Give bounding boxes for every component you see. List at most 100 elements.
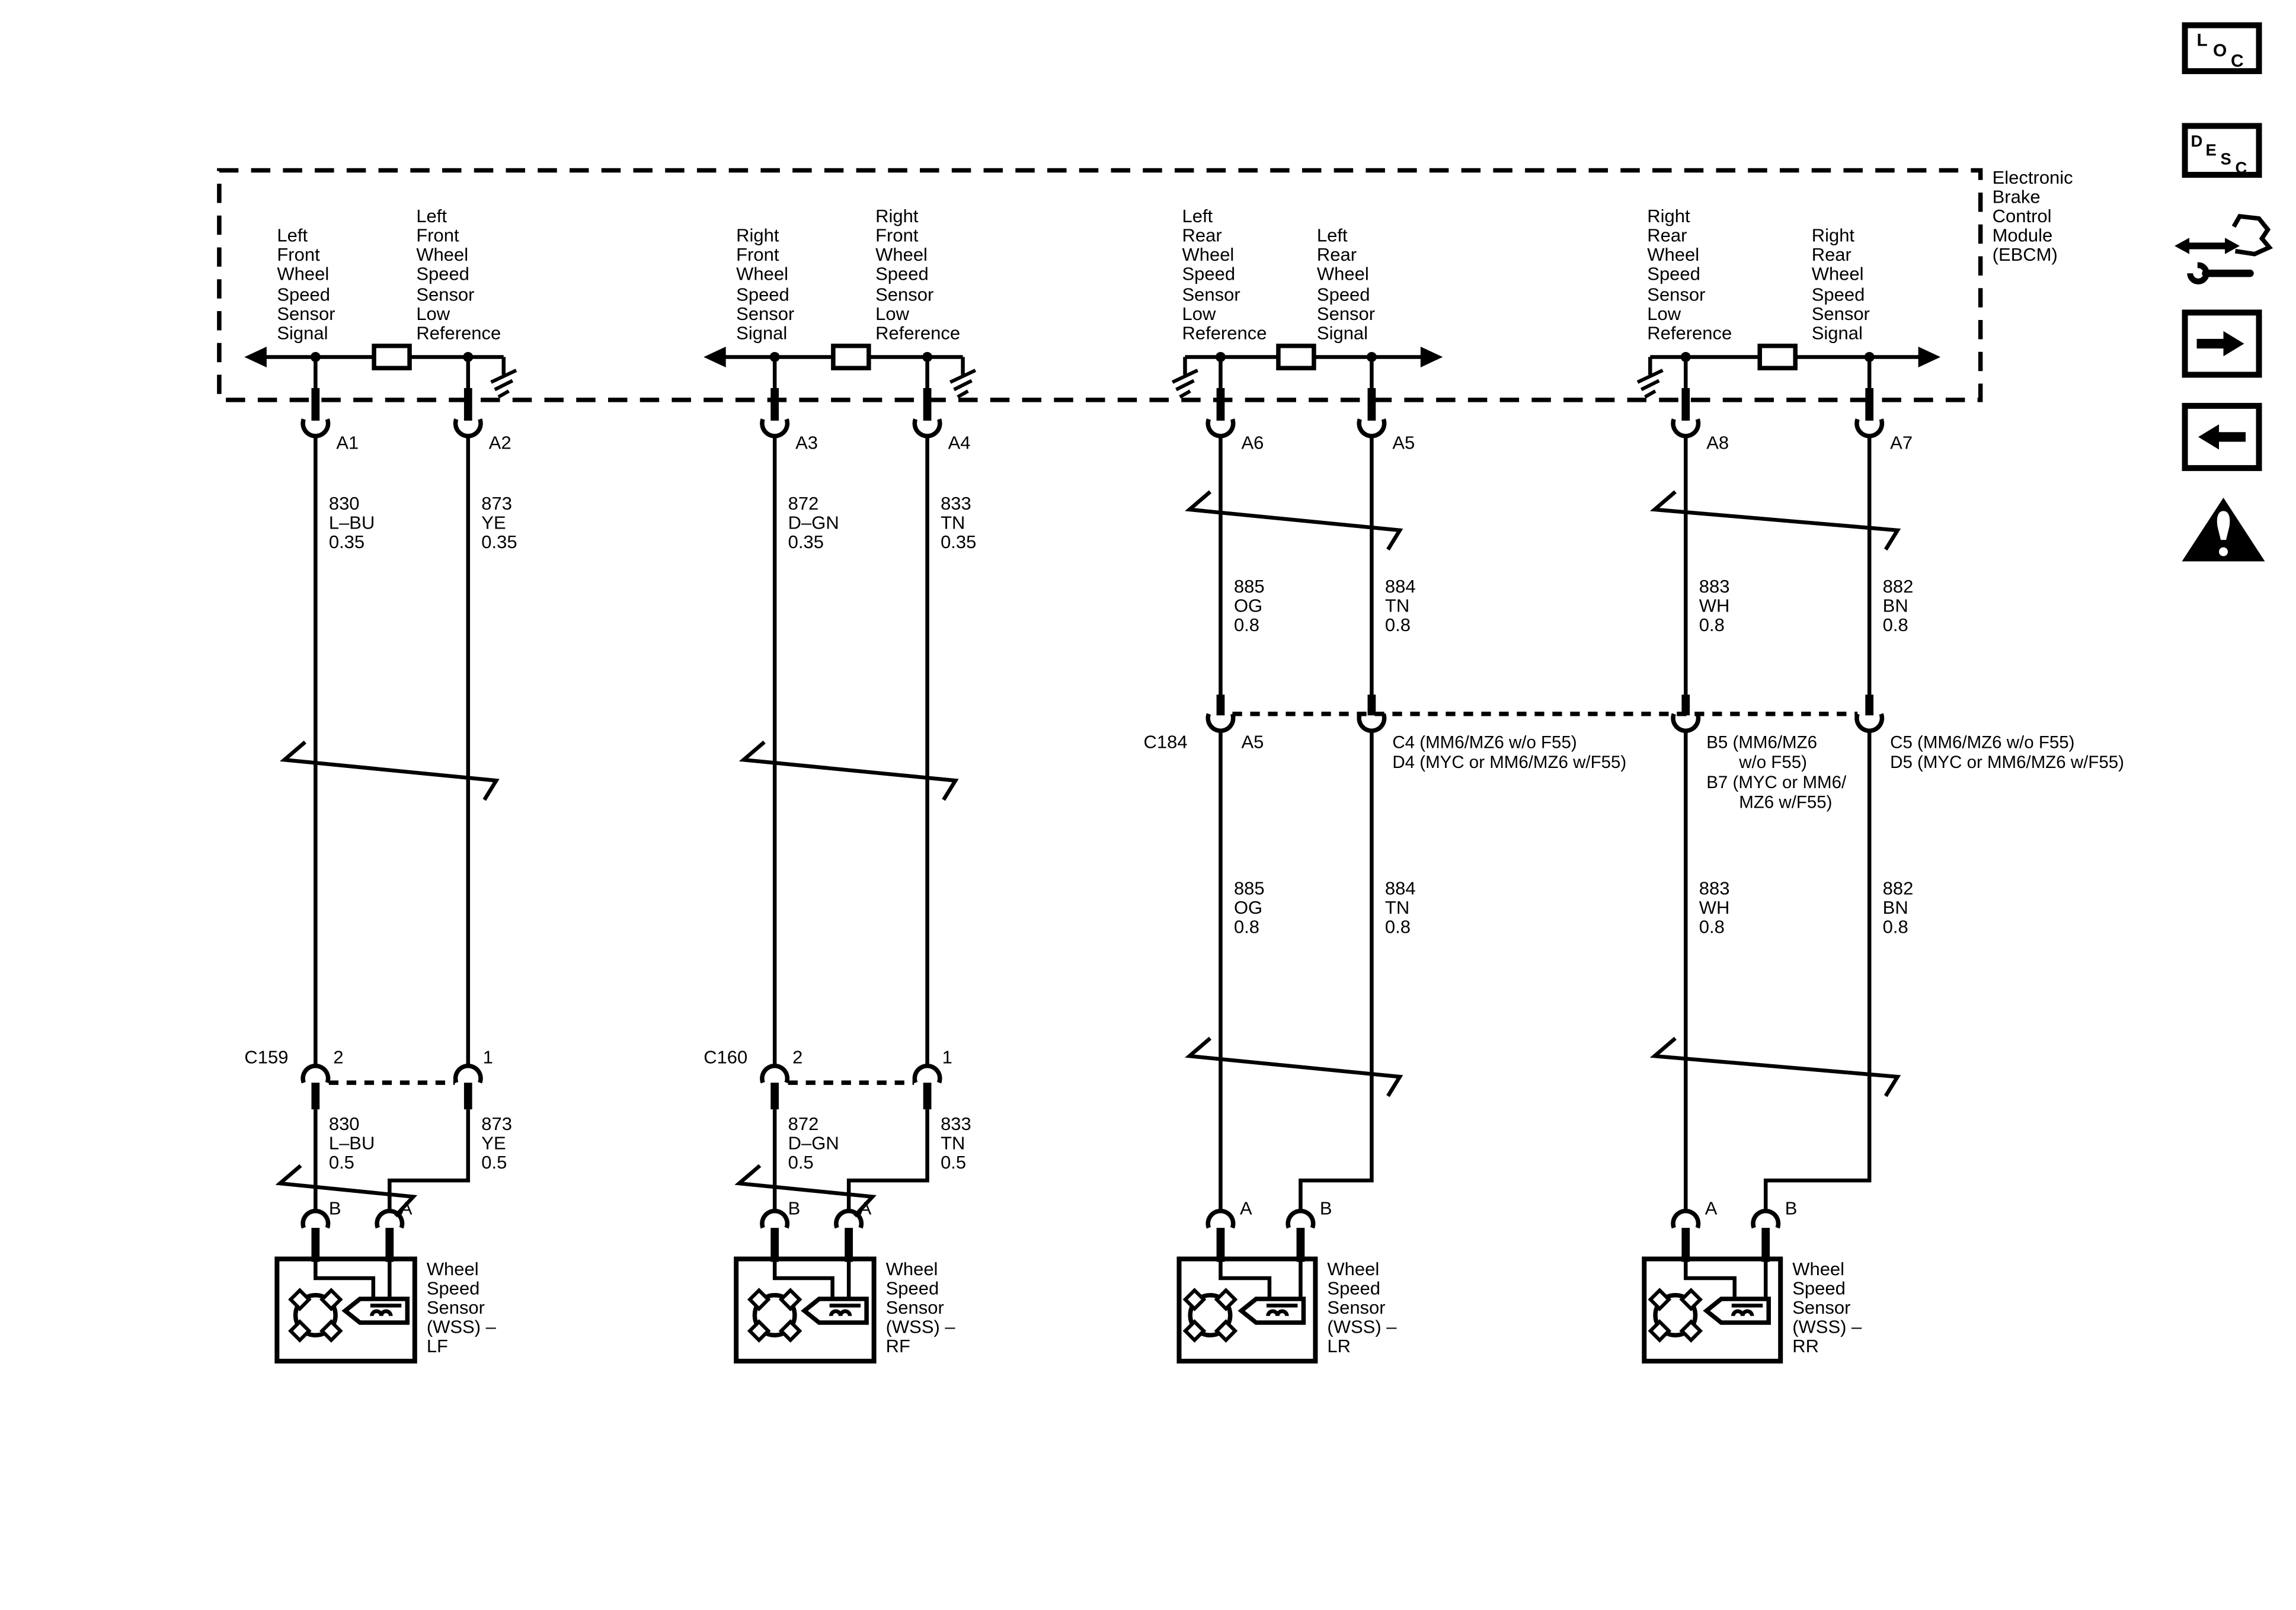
wire-color: L–BU [329, 512, 375, 533]
rr-wires: 883 WH 0.8 882 BN 0.8 [1649, 434, 1914, 696]
sensor-box [734, 1256, 877, 1364]
pin-label: B [1785, 1198, 1798, 1219]
sensor-label-line: RR [1792, 1336, 1819, 1356]
label-line: Right [1647, 206, 1690, 226]
label-line: Left [1317, 225, 1348, 245]
wire-gauge: 0.35 [788, 532, 824, 552]
ebcm-label-line: Brake [1993, 187, 2041, 207]
connector-name: C159 [244, 1047, 288, 1068]
pin-label: 2 [792, 1047, 802, 1068]
label-line: Signal [277, 322, 328, 343]
label-line: Sensor [1182, 284, 1240, 305]
rr-top-labels: Right Rear Wheel Speed Sensor Low Refere… [1647, 206, 1870, 343]
pin-option-line: C5 (MM6/MZ6 w/o F55) [1890, 732, 2074, 752]
label-line: Speed [875, 263, 929, 284]
wire-color: D–GN [788, 1133, 839, 1154]
loc-letter: C [2231, 52, 2244, 71]
harness-break-icon [1649, 1036, 1901, 1097]
rf-sensor-label: Wheel Speed Sensor (WSS) – RF [886, 1259, 956, 1356]
ebcm-module: Electronic Brake Control Module (EBCM) [217, 167, 2073, 402]
wire-gauge: 0.8 [1234, 917, 1259, 937]
wire-gauge: 0.35 [329, 532, 364, 552]
lf-inline-connector-c159: C159 2 1 [244, 1047, 493, 1110]
label-line: Sensor [416, 284, 474, 305]
resistor-icon [831, 343, 871, 370]
wire-gauge: 0.5 [329, 1152, 354, 1173]
ebcm-label-line: Electronic [1993, 167, 2073, 188]
lr-top-labels: Left Rear Wheel Speed Sensor Low Referen… [1182, 206, 1375, 343]
label-line: Speed [1182, 263, 1235, 284]
tone-wheel-icon [288, 1288, 343, 1343]
label-line: Speed [277, 284, 330, 305]
lr-ebcm-internal [1171, 343, 1443, 399]
pickup-coil-icon [341, 1297, 410, 1325]
wire-circuit: 882 [1883, 576, 1914, 597]
label-line: Wheel [277, 263, 329, 284]
rr-ebcm-connector: A8 A7 [1671, 388, 1913, 453]
label-line: Low [1182, 303, 1216, 324]
pin-label: A [1705, 1198, 1718, 1219]
lr-wires: 885 OG 0.8 884 TN 0.8 [1185, 434, 1416, 696]
previous-page-icon[interactable] [2182, 402, 2262, 471]
pin-label: A4 [948, 432, 971, 453]
label-line: Sensor [277, 303, 335, 324]
label-line: Wheel [416, 244, 468, 265]
wire-gauge: 0.8 [1883, 917, 1908, 937]
vehicle-outline [2231, 213, 2273, 257]
sensor-label-line: Wheel [1327, 1259, 1379, 1279]
label-line: Reference [875, 322, 960, 343]
label-line: Wheel [1812, 263, 1864, 284]
wire-circuit: 872 [788, 1113, 819, 1134]
desc-letter: E [2206, 141, 2217, 159]
circuit-rf: Right Front Wheel Speed Sensor Signal Ri… [703, 206, 976, 1364]
loc-letter: O [2213, 41, 2227, 60]
sensor-label-line: Wheel [886, 1259, 938, 1279]
pin-label: A8 [1706, 432, 1729, 453]
desc-nav-icon[interactable]: D E S C [2182, 123, 2262, 178]
pin-option-line: MZ6 w/F55) [1739, 792, 1832, 812]
circuit-rr: Right Rear Wheel Speed Sensor Low Refere… [1636, 206, 2124, 1364]
wire-gauge: 0.8 [1883, 614, 1908, 635]
pin-label: A [1240, 1198, 1252, 1219]
signal-arrow-icon [1420, 346, 1443, 367]
sensor-label-line: (WSS) – [427, 1317, 497, 1337]
label-line: Speed [1812, 284, 1865, 305]
wire-circuit: 885 [1234, 878, 1265, 899]
exclamation-mark [2217, 511, 2230, 540]
vehicle-data-link-icon[interactable] [2175, 213, 2273, 284]
lr-sensor-label: Wheel Speed Sensor (WSS) – LR [1327, 1259, 1397, 1356]
rf-wires: 872 D–GN 0.35 833 TN 0.35 [738, 434, 976, 1067]
wire-color: WH [1699, 897, 1730, 918]
wire-gauge: 0.5 [941, 1152, 966, 1173]
pin-label: A3 [795, 432, 818, 453]
connector-name: C184 [1144, 731, 1188, 752]
warning-icon[interactable] [2182, 497, 2265, 562]
wire-gauge: 0.5 [481, 1152, 507, 1173]
pin-label: 2 [333, 1047, 343, 1068]
signal-arrow-icon [703, 346, 726, 367]
pin-option-line: w/o F55) [1738, 753, 1807, 772]
label-line: Sensor [736, 303, 794, 324]
wire-circuit: 883 [1699, 878, 1730, 899]
loc-nav-icon[interactable]: L O C [2182, 22, 2262, 75]
wire-gauge: 0.35 [941, 532, 976, 552]
loc-letter: L [2197, 31, 2208, 50]
sensor-label-line: Sensor [886, 1297, 944, 1318]
wire-circuit: 885 [1234, 576, 1265, 597]
label-line: Wheel [1182, 244, 1234, 265]
sensor-label-line: Wheel [427, 1259, 479, 1279]
wire-gauge: 0.8 [1385, 614, 1411, 635]
next-page-icon[interactable] [2182, 309, 2262, 378]
pin-option-line: D4 (MYC or MM6/MZ6 w/F55) [1392, 753, 1626, 772]
label-line: Low [875, 303, 909, 324]
ebcm-dashed-outline [217, 168, 1983, 402]
rf-top-labels: Right Front Wheel Speed Sensor Signal Ri… [736, 206, 960, 343]
sensor-label-line: Speed [1792, 1278, 1846, 1299]
wire-color: YE [481, 512, 506, 533]
sensor-label-line: Speed [1327, 1278, 1380, 1299]
label-line: Signal [736, 322, 787, 343]
sensor-box [1176, 1256, 1318, 1364]
harness-break-icon [279, 740, 500, 801]
sensor-label-line: (WSS) – [1327, 1317, 1397, 1337]
wire-color: TN [1385, 595, 1409, 616]
